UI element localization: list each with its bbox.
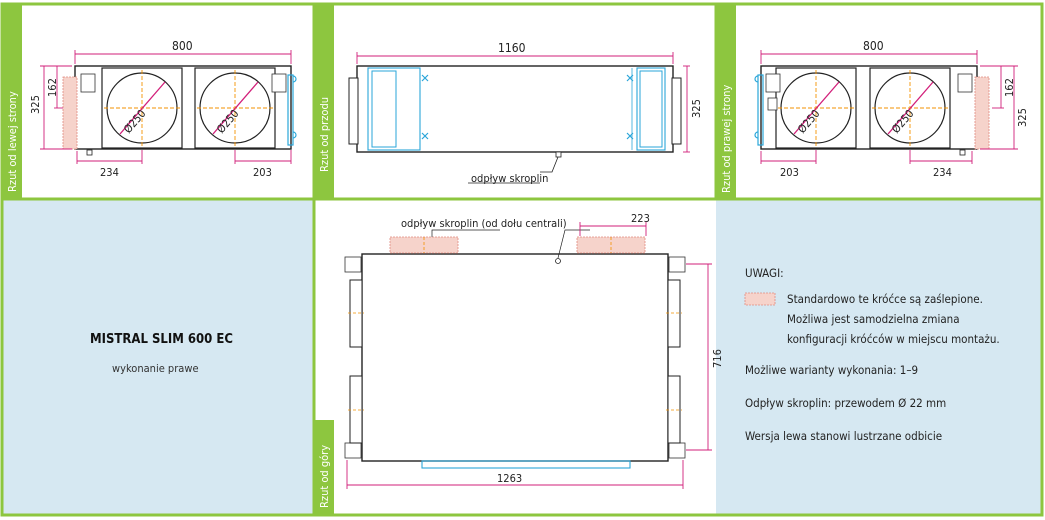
dim-right-203: 203: [780, 166, 799, 179]
left-side-view: [40, 50, 297, 164]
dim-left-small: 162: [46, 78, 59, 97]
notes-legend-1: Standardowo te króćce są zaślepione.: [787, 292, 983, 306]
label-front: Rzut od przodu: [318, 97, 331, 172]
label-tab-left: [2, 4, 22, 199]
dim-front-height: 325: [690, 99, 703, 118]
label-top: Rzut od góry: [318, 444, 331, 508]
front-view: [348, 52, 690, 184]
label-tab-top: [314, 420, 334, 515]
dim-left-width: 800: [172, 39, 193, 53]
label-tab-front: [314, 4, 334, 199]
top-condensate: odpływ skroplin (od dołu centrali): [401, 217, 567, 230]
product-model: MISTRAL SLIM 600 EC: [90, 332, 233, 347]
product-panel-bg: [3, 199, 314, 515]
dim-right-width: 800: [863, 39, 884, 53]
notes-legend-3: konfiguracji króćców w miejscu montażu.: [787, 332, 1000, 346]
dim-right-234: 234: [933, 166, 952, 179]
right-side-view: [754, 50, 1018, 164]
dim-front-width: 1160: [498, 41, 526, 55]
top-view: [344, 222, 712, 489]
notes-mirror: Wersja lewa stanowi lustrzane odbicie: [745, 429, 943, 443]
notes-drain: Odpływ skroplin: przewodem Ø 22 mm: [745, 396, 947, 410]
dim-left-height: 325: [29, 95, 42, 114]
dim-left-234: 234: [100, 166, 119, 179]
notes-legend-2: Możliwa jest samodzielna zmiana: [787, 312, 960, 326]
front-condensate: odpływ skroplin: [471, 172, 549, 185]
label-tab-right: [716, 4, 736, 199]
dim-top-spigot: 223: [631, 212, 650, 225]
label-right-side: Rzut od prawej strony: [720, 84, 733, 193]
product-variant: wykonanie prawe: [112, 362, 199, 375]
label-left-side: Rzut od lewej strony: [6, 91, 19, 192]
dim-top-depth: 716: [711, 349, 724, 368]
notes-variants: Możliwe warianty wykonania: 1–9: [745, 363, 919, 377]
dim-right-small: 162: [1003, 78, 1016, 97]
dim-right-height: 325: [1016, 108, 1029, 127]
dim-top-width: 1263: [497, 472, 523, 485]
dim-left-203: 203: [253, 166, 272, 179]
notes-heading: UWAGI:: [745, 266, 784, 280]
legend-swatch: [744, 292, 776, 306]
notes-panel-bg: [716, 199, 1042, 515]
